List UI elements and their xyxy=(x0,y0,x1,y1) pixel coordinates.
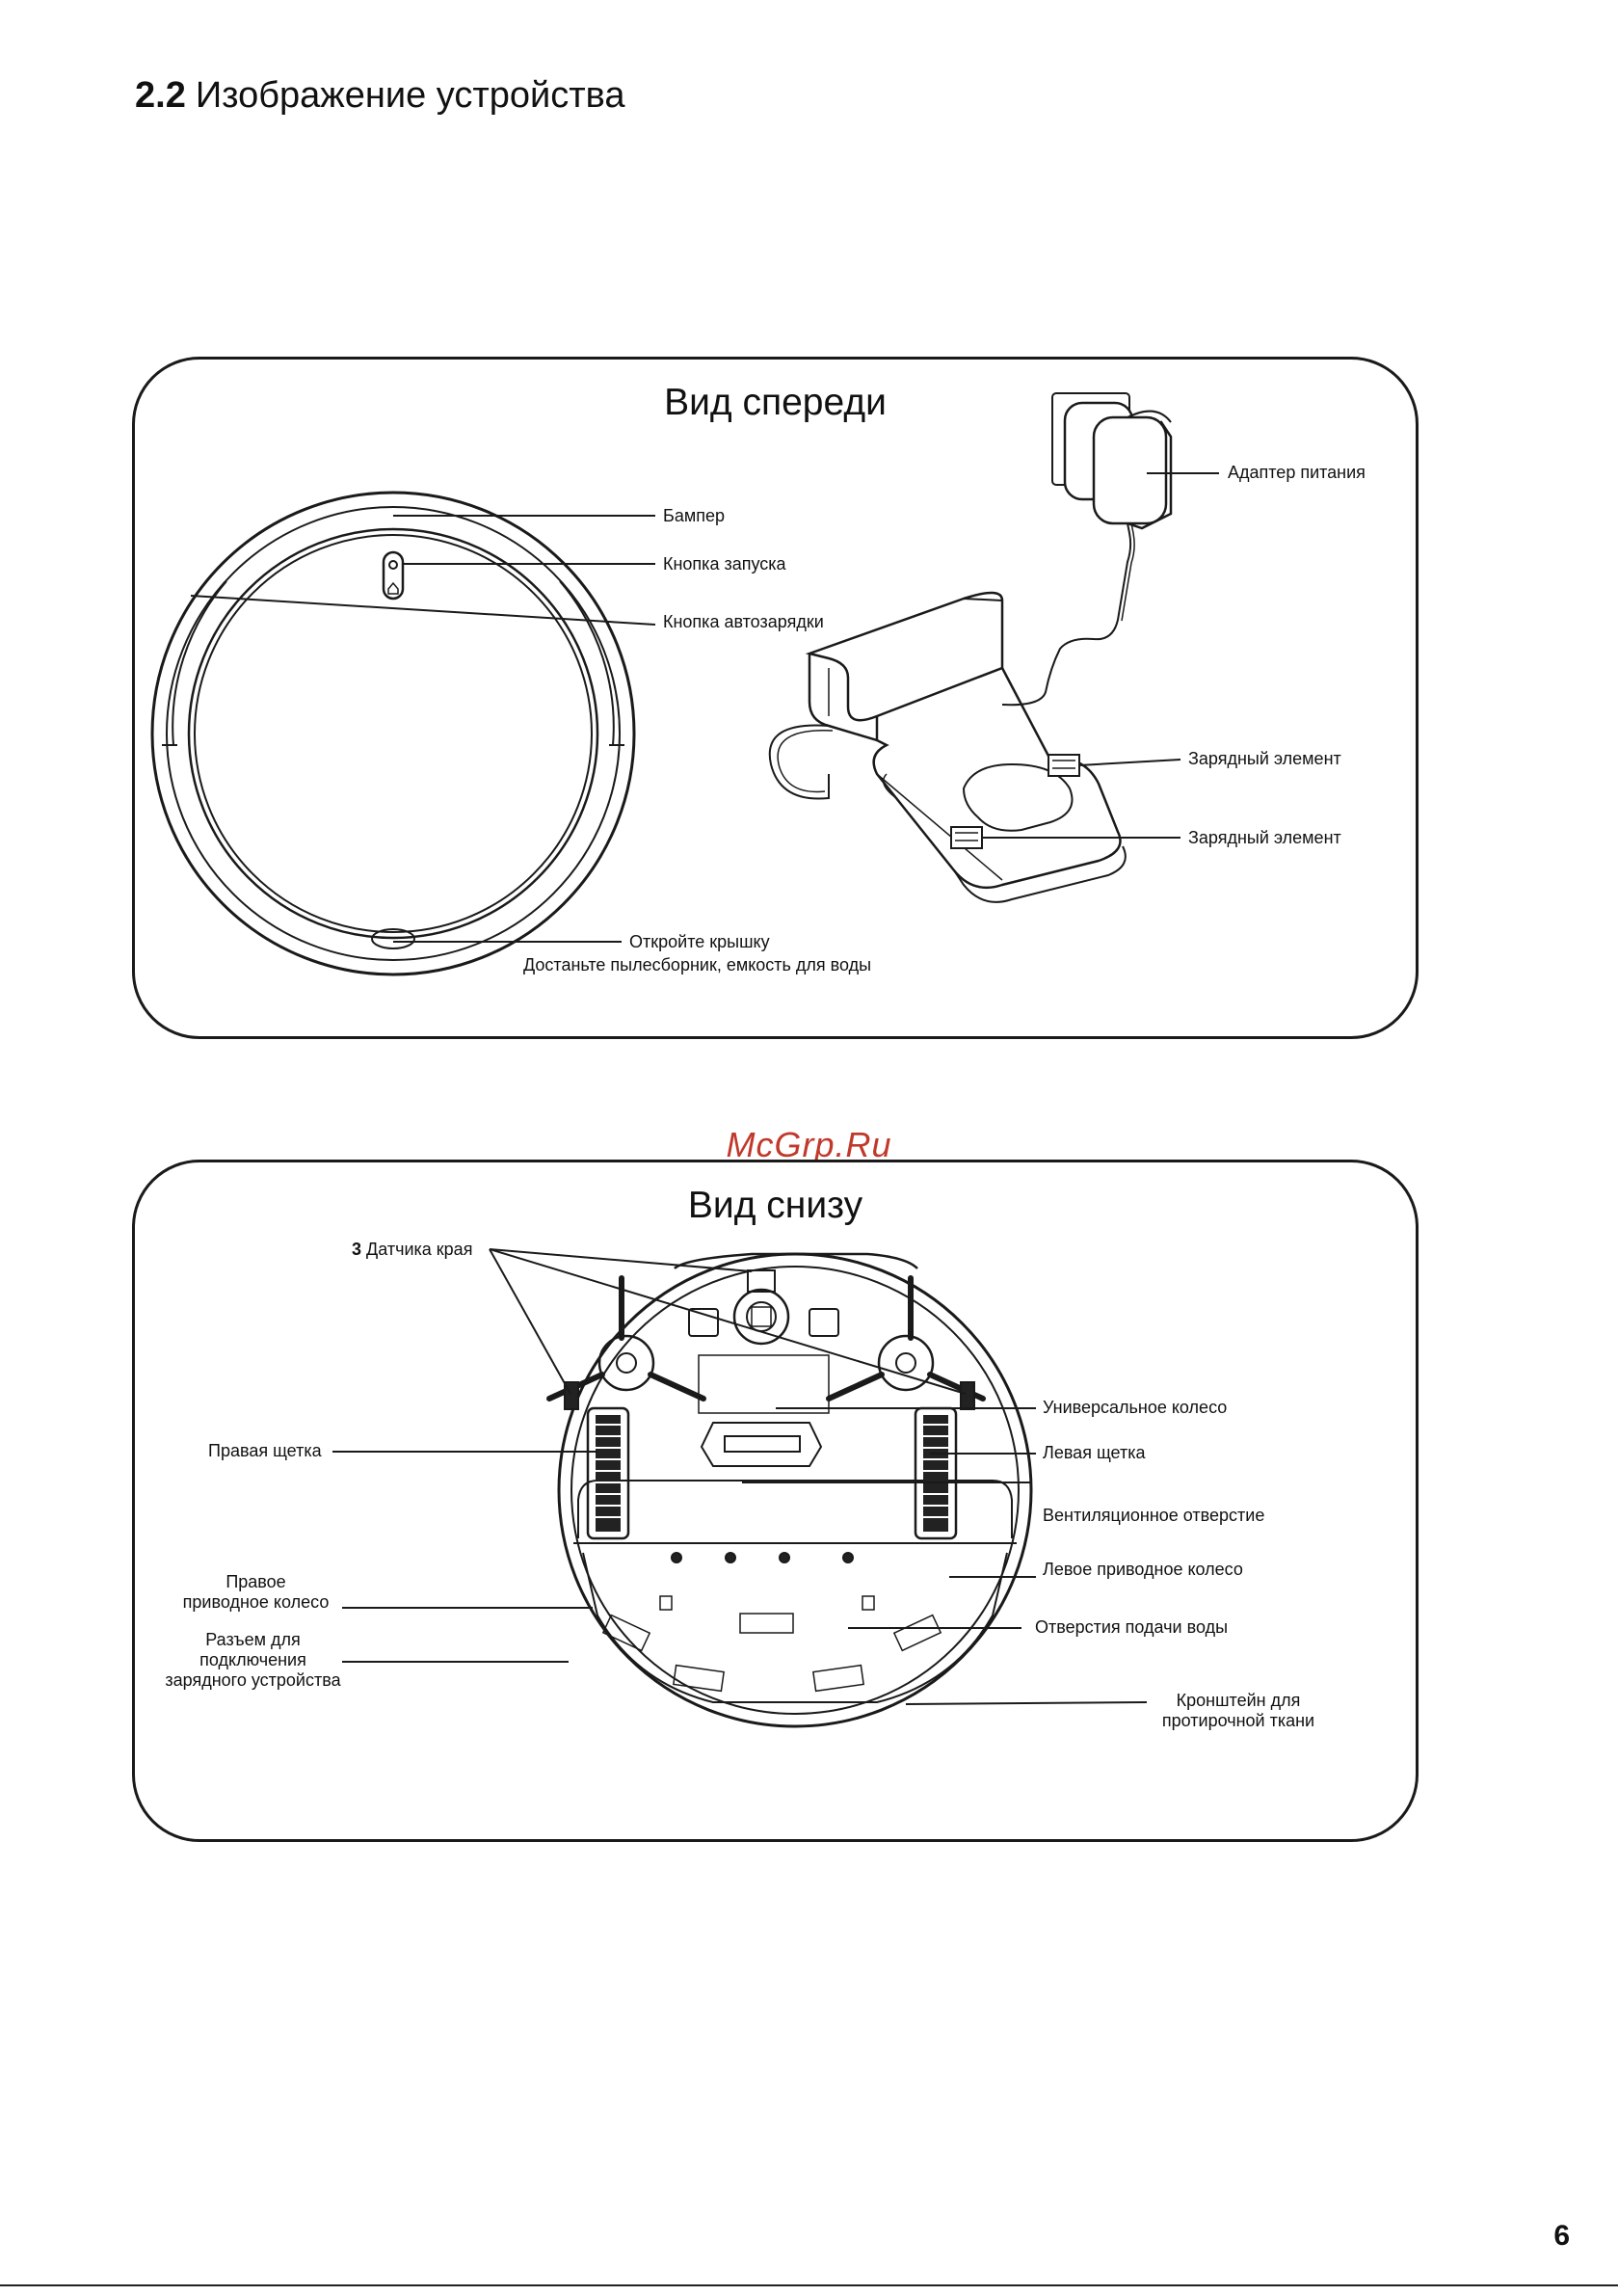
front-view-illustration xyxy=(150,392,1219,976)
right-wheel-line1: Правое xyxy=(225,1572,286,1591)
label-left-brush: Левая щетка xyxy=(1043,1443,1146,1462)
label-charge-port: Разъем для подключения зарядного устройс… xyxy=(164,1630,342,1691)
mop-bracket-line1: Кронштейн для xyxy=(1176,1691,1301,1710)
label-water-holes: Отверстия подачи воды xyxy=(1035,1617,1229,1637)
right-wheel-line2: приводное колесо xyxy=(182,1592,330,1612)
charge-port-line1: Разъем для xyxy=(205,1630,301,1649)
label-vent: Вентиляционное отверстие xyxy=(1043,1506,1265,1525)
label-start-button: Кнопка запуска xyxy=(663,554,786,574)
front-view-title: Вид спереди xyxy=(664,382,887,423)
label-dock-button: Кнопка автозарядки xyxy=(663,612,824,631)
page-number: 6 xyxy=(1553,2220,1570,2252)
robot-bottom-icon xyxy=(546,1252,1033,1728)
charge-port-line2: подключения xyxy=(199,1650,306,1669)
label-power-adapter: Адаптер питания xyxy=(1228,463,1366,482)
front-leader-lines xyxy=(190,472,1219,943)
bottom-leader-lines xyxy=(332,1248,1148,1705)
label-bumper: Бампер xyxy=(663,506,725,525)
label-open-cover: Откройте крышку xyxy=(629,932,770,951)
label-mop-bracket: Кронштейн для протирочной ткани xyxy=(1152,1691,1325,1731)
charging-dock-icon xyxy=(768,392,1173,903)
charge-port-line3: зарядного устройства xyxy=(165,1670,341,1690)
label-caster-wheel: Универсальное колесо xyxy=(1043,1398,1228,1417)
robot-top-icon xyxy=(150,491,636,976)
label-charge-contact-1: Зарядный элемент xyxy=(1188,749,1341,768)
section-title: Изображение устройства xyxy=(195,75,625,116)
label-edge-sensors: 3 Датчика края xyxy=(352,1240,472,1260)
front-view-panel: Вид спереди xyxy=(132,357,1419,1039)
bottom-view-illustration xyxy=(332,1248,1148,1728)
label-charge-contact-2: Зарядный элемент xyxy=(1188,828,1341,847)
edge-sensors-text: Датчика края xyxy=(366,1240,473,1259)
label-left-wheel: Левое приводное колесо xyxy=(1043,1560,1243,1579)
label-right-wheel: Правое приводное колесо xyxy=(172,1572,340,1613)
watermark: McGrp.Ru xyxy=(726,1125,892,1164)
mop-bracket-line2: протирочной ткани xyxy=(1161,1711,1315,1730)
label-take-out: Достаньте пылесборник, емкость для воды xyxy=(523,955,872,974)
section-number: 2.2 xyxy=(135,75,186,116)
edge-sensors-count: 3 xyxy=(352,1240,362,1259)
bottom-view-title: Вид снизу xyxy=(687,1185,863,1226)
bottom-view-panel: Вид снизу xyxy=(132,1160,1419,1842)
bottom-rule xyxy=(0,2284,1618,2286)
label-right-brush: Правая щетка xyxy=(208,1441,322,1460)
